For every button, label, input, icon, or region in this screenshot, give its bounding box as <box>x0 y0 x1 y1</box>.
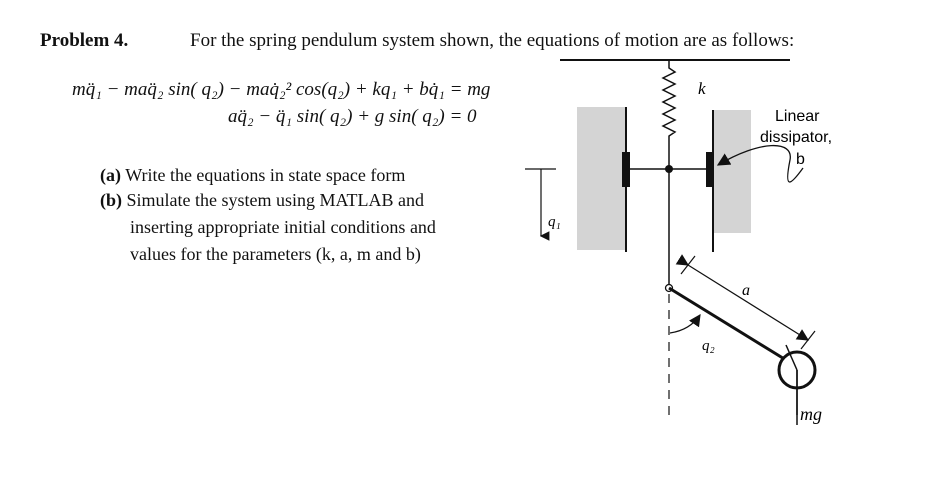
pendulum-rod <box>668 286 787 362</box>
task-b-line-1: Simulate the system using MATLAB and <box>126 190 424 210</box>
dissipator-label-line-1: Linear <box>775 108 820 125</box>
dissipator-label-line-3: b <box>796 151 805 168</box>
right-wall-block <box>713 110 751 233</box>
weight-label: mg <box>800 404 822 424</box>
problem-label: Problem 4. <box>40 30 129 51</box>
q2-angle-arc <box>669 314 701 334</box>
equation-1: mq̈₁ − maq̈₂ sin( q₂) − maq̇₂² cos(q₂) +… <box>72 79 491 100</box>
task-a-text: Write the equations in state space form <box>125 165 406 185</box>
weight-arrow-head <box>785 344 798 371</box>
equation-2: aq̈₂ − q̈₁ sin( q₂) + g sin( q₂) = 0 <box>228 106 477 127</box>
spring <box>661 60 677 140</box>
q1-label: q₁ <box>548 214 561 230</box>
right-slider-pad <box>706 152 714 187</box>
left-slider-pad <box>622 152 630 187</box>
task-b-line-2: inserting appropriate initial conditions… <box>130 217 436 237</box>
task-a-label: (a) <box>100 165 121 185</box>
problem-statement: For the spring pendulum system shown, th… <box>190 30 795 51</box>
dissipator-leader <box>716 144 804 183</box>
spring-label: k <box>698 79 706 98</box>
junction-dot <box>665 165 673 173</box>
task-b-line-3: values for the parameters (k, a, m and b… <box>130 244 421 264</box>
task-b-label: (b) <box>100 190 122 210</box>
dissipator-label-line-2: dissipator, <box>760 129 832 146</box>
length-dimension-line <box>675 254 810 341</box>
task-b: (b) Simulate the system using MATLAB and <box>100 190 424 211</box>
q2-label: q₂ <box>702 338 715 354</box>
left-wall-block <box>577 107 626 250</box>
task-a: (a) Write the equations in state space f… <box>100 165 405 186</box>
length-label: a <box>742 282 750 299</box>
